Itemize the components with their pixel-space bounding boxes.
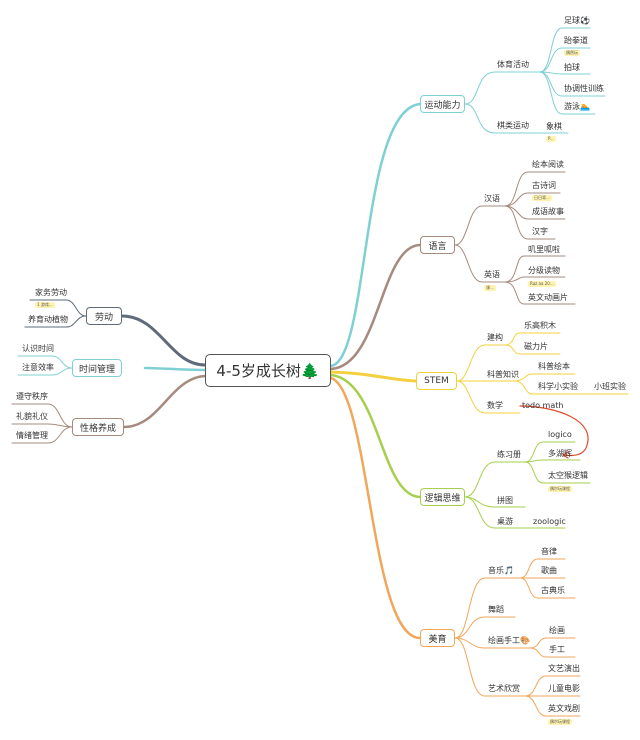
node-logico[interactable]: logico [548, 430, 572, 439]
node-science[interactable]: 科普知识 [487, 370, 519, 379]
node-workbooks[interactable]: 练习册 [497, 450, 521, 459]
note-taekwondo: 偶然玩 [564, 50, 580, 56]
node-cartoons[interactable]: 英文动画片 [528, 293, 568, 302]
node-graded-readers[interactable]: 分级读物 [528, 266, 560, 275]
branch-stem[interactable]: STEM [416, 372, 457, 390]
node-efficiency[interactable]: 注意效率 [22, 363, 54, 372]
node-english[interactable]: 英语 [484, 270, 500, 279]
branch-character[interactable]: 性格养成 [72, 418, 124, 436]
node-experiments[interactable]: 科学小实验 [538, 382, 578, 391]
node-puzzles[interactable]: 拼图 [497, 496, 513, 505]
branch-logic[interactable]: 逻辑思维 [420, 488, 465, 506]
node-idioms[interactable]: 成语故事 [532, 207, 564, 216]
node-math[interactable]: 数学 [487, 401, 503, 410]
branch-language[interactable]: 语言 [420, 236, 455, 254]
branch-art[interactable]: 美育 [420, 629, 455, 647]
node-raising-plants[interactable]: 养育动植物 [28, 315, 68, 324]
node-movies[interactable]: 儿童电影 [548, 684, 580, 693]
node-construction[interactable]: 建构 [487, 333, 503, 342]
node-board-games-logic[interactable]: 桌游 [497, 517, 513, 526]
root-node[interactable]: 4-5岁成长树🌲 [205, 354, 331, 387]
node-english-drama[interactable]: 英文戏剧 [548, 704, 580, 713]
node-characters[interactable]: 汉字 [532, 227, 548, 236]
node-etiquette[interactable]: 礼貌礼仪 [16, 412, 48, 421]
node-dance[interactable]: 舞蹈 [488, 605, 504, 614]
note-space-monkey: 偶尔玩课程 [548, 486, 572, 492]
node-songs[interactable]: 歌曲 [541, 566, 557, 575]
branch-sport[interactable]: 运动能力 [420, 95, 465, 113]
node-performances[interactable]: 文艺演出 [548, 664, 580, 673]
node-coordination[interactable]: 协调性训练 [564, 84, 604, 93]
node-rhythm[interactable]: 音律 [541, 547, 557, 556]
node-painting[interactable]: 绘画 [549, 626, 565, 635]
note-housework: 1 游戏... [35, 302, 55, 308]
node-todo-math[interactable]: todo math [522, 401, 564, 410]
node-picture-books[interactable]: 绘本阅读 [532, 160, 564, 169]
node-poems[interactable]: 古诗词 [532, 181, 556, 190]
node-taekwondo[interactable]: 跆拳道 [564, 36, 588, 45]
note-english-drama: 偶尔玩课程 [548, 719, 572, 725]
node-ball[interactable]: 拍球 [564, 63, 580, 72]
node-music[interactable]: 音乐🎵 [488, 566, 514, 575]
node-zoologic[interactable]: zoologic [533, 517, 566, 526]
node-order[interactable]: 遵守秩序 [16, 392, 48, 401]
node-board-games[interactable]: 棋类运动 [497, 121, 529, 130]
node-science-books[interactable]: 科普绘本 [538, 362, 570, 371]
note-poems: 日日背... [532, 195, 552, 201]
node-lego[interactable]: 乐高积木 [524, 321, 556, 330]
node-football[interactable]: 足球⚽ [564, 16, 590, 25]
node-chinese[interactable]: 汉语 [484, 194, 500, 203]
note-graded-readers: Raz aa 20... [528, 281, 556, 287]
node-emotions[interactable]: 情绪管理 [16, 431, 48, 440]
branch-time[interactable]: 时间管理 [72, 359, 122, 377]
node-classical[interactable]: 古典乐 [541, 586, 565, 595]
branch-labor[interactable]: 劳动 [86, 307, 122, 325]
node-crafts[interactable]: 绘画手工🎨 [488, 636, 530, 645]
node-telling-time[interactable]: 认识时间 [22, 344, 54, 353]
node-housework[interactable]: 家务劳动 [35, 288, 67, 297]
node-pe[interactable]: 体育活动 [497, 60, 529, 69]
note-english: 课... [484, 285, 496, 291]
node-jiliguala[interactable]: 叽里呱啦 [528, 245, 560, 254]
node-space-monkey[interactable]: 太空猴逻辑 [548, 471, 588, 480]
note-chess: P... [546, 136, 556, 142]
node-handicraft[interactable]: 手工 [549, 645, 565, 654]
node-class-experiment[interactable]: 小班实验 [594, 382, 626, 391]
node-swimming[interactable]: 游泳🏊 [564, 102, 590, 111]
node-magnetic-tiles[interactable]: 磁力片 [524, 342, 548, 351]
node-appreciation[interactable]: 艺术欣赏 [488, 684, 520, 693]
node-tagoyu[interactable]: 多湖辉 [548, 449, 572, 458]
node-chess[interactable]: 象棋 [546, 122, 562, 131]
